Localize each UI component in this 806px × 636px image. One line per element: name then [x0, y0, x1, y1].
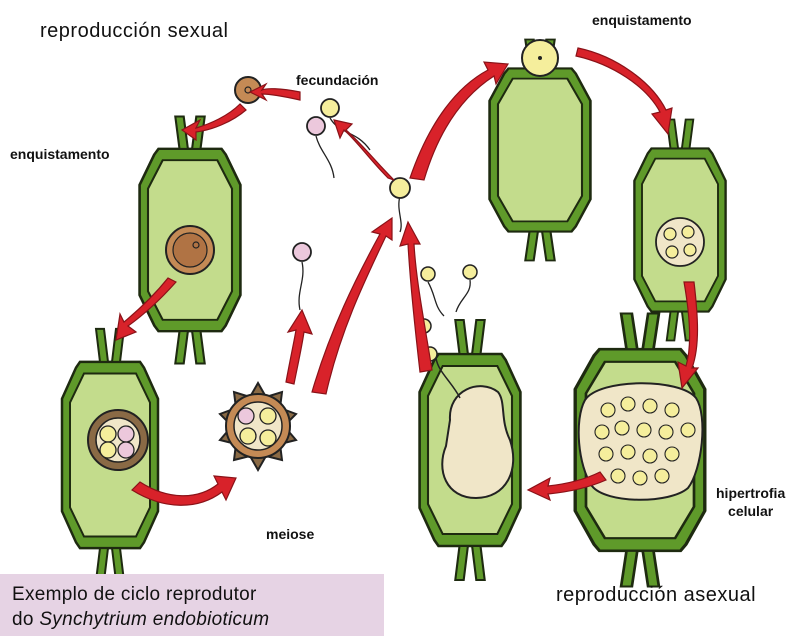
caption-line1: Exemplo de ciclo reprodutor	[12, 582, 372, 607]
caption-line2: do Synchytrium endobioticum	[12, 607, 372, 632]
sporangium-meiosis	[220, 383, 296, 470]
gamete-female	[307, 117, 334, 178]
hypertrophy-label-line2: celular	[716, 502, 785, 520]
arrow-zoospore-to-gamete	[334, 120, 394, 180]
encystment-label-right: enquistamento	[592, 12, 692, 28]
asexual-reproduction-title: reproducción asexual	[556, 584, 756, 607]
hypertrophy-label: hipertrofia celular	[716, 484, 785, 520]
encystment-label-left: enquistamento	[10, 146, 110, 162]
caption-prefix: do	[12, 609, 39, 630]
sexual-reproduction-title: reproducción sexual	[40, 20, 229, 43]
hypertrophy-label-line1: hipertrofia	[716, 484, 785, 502]
arrow-release-to-center	[400, 222, 432, 372]
caption-box: Exemplo de ciclo reprodutor do Synchytri…	[0, 574, 384, 636]
sporangium-bottom-left	[88, 410, 148, 470]
fertilization-label: fecundación	[296, 72, 378, 88]
prosorus	[656, 218, 704, 266]
zoospore-meiosis-product	[293, 243, 311, 310]
arrow-cyst-to-cell	[182, 104, 246, 140]
arrow-meiosis-up	[286, 310, 312, 384]
encysted-zoospore	[522, 40, 558, 76]
resting-cyst-left	[166, 226, 214, 274]
arrow-meiosis-to-center	[312, 218, 392, 394]
meiosis-label: meiose	[266, 526, 314, 542]
caption-species: Synchytrium endobioticum	[39, 609, 269, 630]
